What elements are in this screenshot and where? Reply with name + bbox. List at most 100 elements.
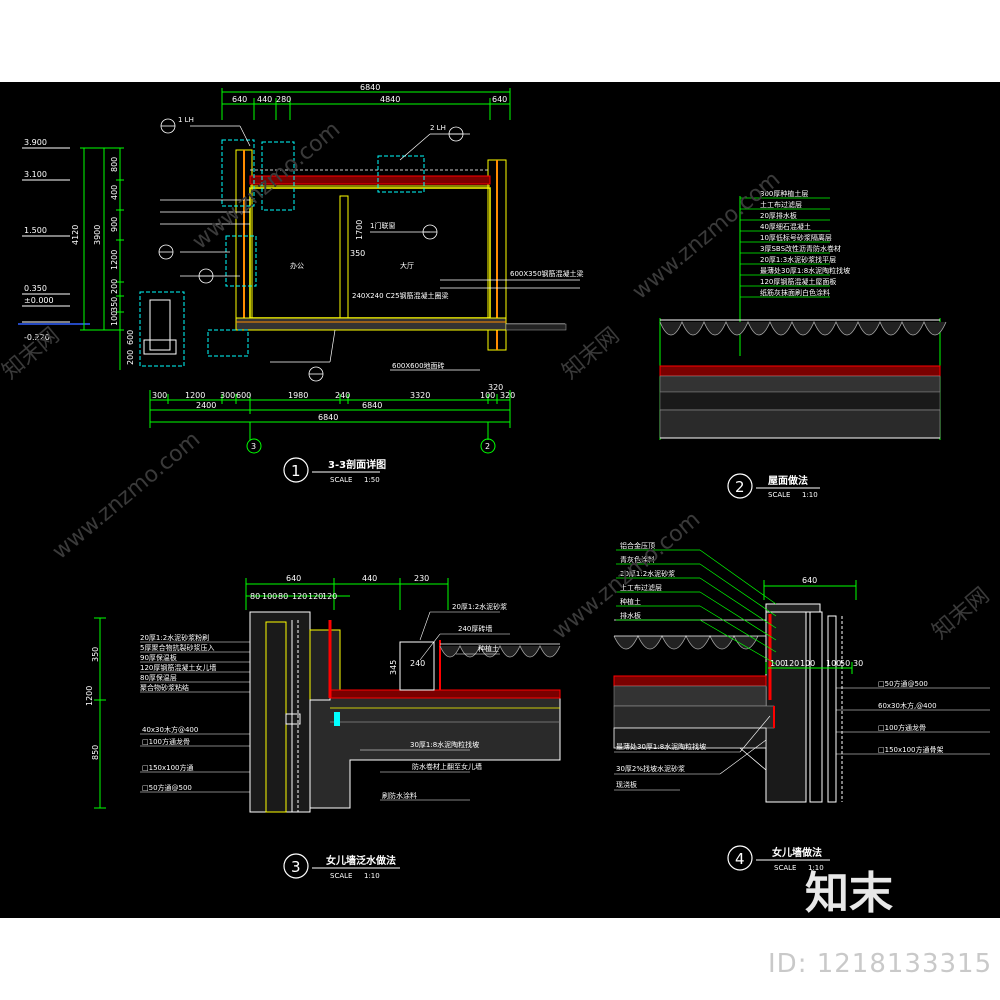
d4-left-note-2: 青灰色涂料 — [620, 555, 655, 564]
d1-number: 1 — [291, 462, 301, 480]
d3-bottom-note-1: 30厚1:8水泥陶粒找坡 — [410, 740, 479, 749]
d3-sub-dim-1: 80 — [250, 592, 260, 601]
d1-room-a: 办公 — [290, 261, 304, 270]
d4-right-note-3: □100方通龙骨 — [878, 723, 926, 732]
d1-bdim-2: 1200 — [185, 391, 205, 400]
d3-sub-dim-2: 100 — [262, 592, 277, 601]
d1-top-dim-1: 640 — [232, 95, 247, 104]
d3-sub-dim-3: 80 — [278, 592, 288, 601]
d3-top-note-3: 种植土 — [478, 644, 499, 653]
d2-layer-7: 20厚1:3水泥砂浆找平层 — [760, 255, 836, 264]
d3-left-note-4: 120厚钢筋混凝土女儿墙 — [140, 663, 216, 672]
d4-scale: 1:10 — [808, 864, 824, 872]
d1-top-total: 6840 — [360, 83, 380, 92]
d4-bottom-note-1: 最薄处30厚1:8水泥陶粒找坡 — [616, 742, 706, 751]
d3-rdim-1: 345 — [389, 660, 398, 675]
d1-bottom-total: 6840 — [318, 413, 338, 422]
d1-axis-left: 3 — [251, 442, 256, 451]
d1-ref-a: 1 LH — [178, 116, 194, 124]
d4-left-note-6: 排水板 — [620, 611, 641, 620]
d1-vdim-9: 200 — [126, 350, 135, 365]
d1-title: 3-3剖面详图 — [328, 458, 386, 471]
d1-axis-right: 2 — [485, 442, 490, 451]
d1-dim-1700: 1700 — [355, 220, 364, 240]
drawing-background — [0, 82, 1000, 918]
d4-sub-dim-2: 120 — [784, 659, 799, 668]
d1-bdim2-2: 6840 — [362, 401, 382, 410]
d3-title: 女儿墙泛水做法 — [326, 854, 396, 867]
d1-bdim-7: 3320 — [410, 391, 430, 400]
d2-number: 2 — [735, 478, 745, 496]
d4-number: 4 — [735, 850, 745, 868]
d3-left-note2-2: □100方通龙骨 — [142, 737, 190, 746]
d3-top-dim-3: 230 — [414, 574, 429, 583]
d1-bdim-5: 1980 — [288, 391, 308, 400]
d3-sub-dim-6: 120 — [322, 592, 337, 601]
d2-layer-6: 3厚SBS改性沥青防水卷材 — [760, 244, 841, 253]
watermark-id: ID: 1218133315 — [768, 949, 992, 979]
d4-sub-dim-3: 100 — [800, 659, 815, 668]
d1-elev-3: 1.500 — [24, 226, 47, 235]
d2-layer-2: 土工布过滤层 — [760, 200, 802, 209]
d4-top-dim: 640 — [802, 576, 817, 585]
d1-dim-350: 350 — [350, 249, 365, 258]
d3-vdim-1: 350 — [91, 647, 100, 662]
d2-layer-5: 10厚低标号砂浆隔离层 — [760, 233, 832, 242]
d3-bottom-note-2: 防水卷材上翻至女儿墙 — [412, 762, 482, 771]
d2-title: 屋面做法 — [768, 474, 808, 487]
d1-vdim-2: 400 — [110, 185, 119, 200]
d4-left-note-5: 种植土 — [620, 597, 641, 606]
d4-sub-dim-4: 100 — [826, 659, 841, 668]
d1-vdim-7: 100 — [110, 311, 119, 326]
d4-left-note-4: 土工布过滤层 — [620, 583, 662, 592]
d4-sub-dim-6: 30 — [853, 659, 863, 668]
d1-vdim-1: 800 — [110, 157, 119, 172]
d1-top-dim-4: 4840 — [380, 95, 400, 104]
d1-elev-2: 3.100 — [24, 170, 47, 179]
d4-right-note-2: 60x30木方,@400 — [878, 701, 937, 710]
d1-elev-4: 0.350 — [24, 284, 47, 293]
d1-ref-b: 2 LH — [430, 124, 446, 132]
d1-bdim-9: 320 — [500, 391, 515, 400]
d3-vdim-3: 850 — [91, 745, 100, 760]
d4-scale-label: SCALE — [774, 864, 796, 872]
d1-elev-5: ±0.000 — [24, 296, 54, 305]
d2-layer-1: 300厚种植土层 — [760, 189, 808, 198]
d1-note-beam: 600X350钢筋混凝土梁 — [510, 269, 584, 278]
d2-layer-3: 20厚排水板 — [760, 211, 797, 220]
d4-bottom-note-3: 现浇板 — [616, 780, 637, 789]
d3-bottom-note-3: 刷防水涂料 — [382, 791, 417, 800]
d1-vtotal-2: 3900 — [93, 225, 102, 245]
detail-4-parapet: 640 100 120 100 100 50 30 铝合金压顶青灰色涂料20厚1… — [613, 541, 990, 872]
d4-right-note-1: □50方通@500 — [878, 679, 928, 688]
d4-right-note-4: □150x100方通骨架 — [878, 745, 943, 754]
d2-layer-9: 120厚钢筋混凝土屋面板 — [760, 277, 836, 286]
d3-left-note2-3: □150x100方通 — [142, 763, 193, 772]
d1-vdim-3: 900 — [110, 217, 119, 232]
watermark-logo: 知末 — [805, 868, 893, 919]
d3-sub-dim-5: 120 — [308, 592, 323, 601]
d4-sub-dim-5: 50 — [840, 659, 850, 668]
detail-1-section: 6840 640 440 280 4840 640 3.900 3.100 1.… — [18, 83, 584, 484]
d1-bdim-8: 100 — [480, 391, 495, 400]
d3-number: 3 — [291, 858, 301, 876]
d3-left-note-2: 5厚聚合物抗裂砂浆压入 — [140, 643, 214, 652]
d4-bottom-note-2: 30厚2%找坡水泥砂浆 — [616, 764, 685, 773]
d4-left-note-1: 铝合金压顶 — [620, 541, 655, 550]
d2-scale: 1:10 — [802, 491, 818, 499]
d2-layer-4: 40厚细石混凝土 — [760, 222, 811, 231]
d1-scale: 1:50 — [364, 476, 380, 484]
d1-bdim-3: 300 — [220, 391, 235, 400]
d1-vdim-6: 350 — [110, 297, 119, 312]
d3-left-note2-4: □50方通@500 — [142, 783, 192, 792]
d1-right-dim: 320 — [488, 383, 503, 392]
d3-sub-dim-4: 120 — [292, 592, 307, 601]
d1-room-b: 大厅 — [400, 261, 414, 270]
d4-title: 女儿墙做法 — [772, 846, 822, 859]
d1-scale-label: SCALE — [330, 476, 352, 484]
d3-vdim-2: 1200 — [85, 686, 94, 706]
d1-vtotal-1: 4120 — [71, 225, 80, 245]
detail-3-parapet-flashing: 640 440 230 80 100 80 120 120 120 350 12… — [85, 574, 561, 880]
